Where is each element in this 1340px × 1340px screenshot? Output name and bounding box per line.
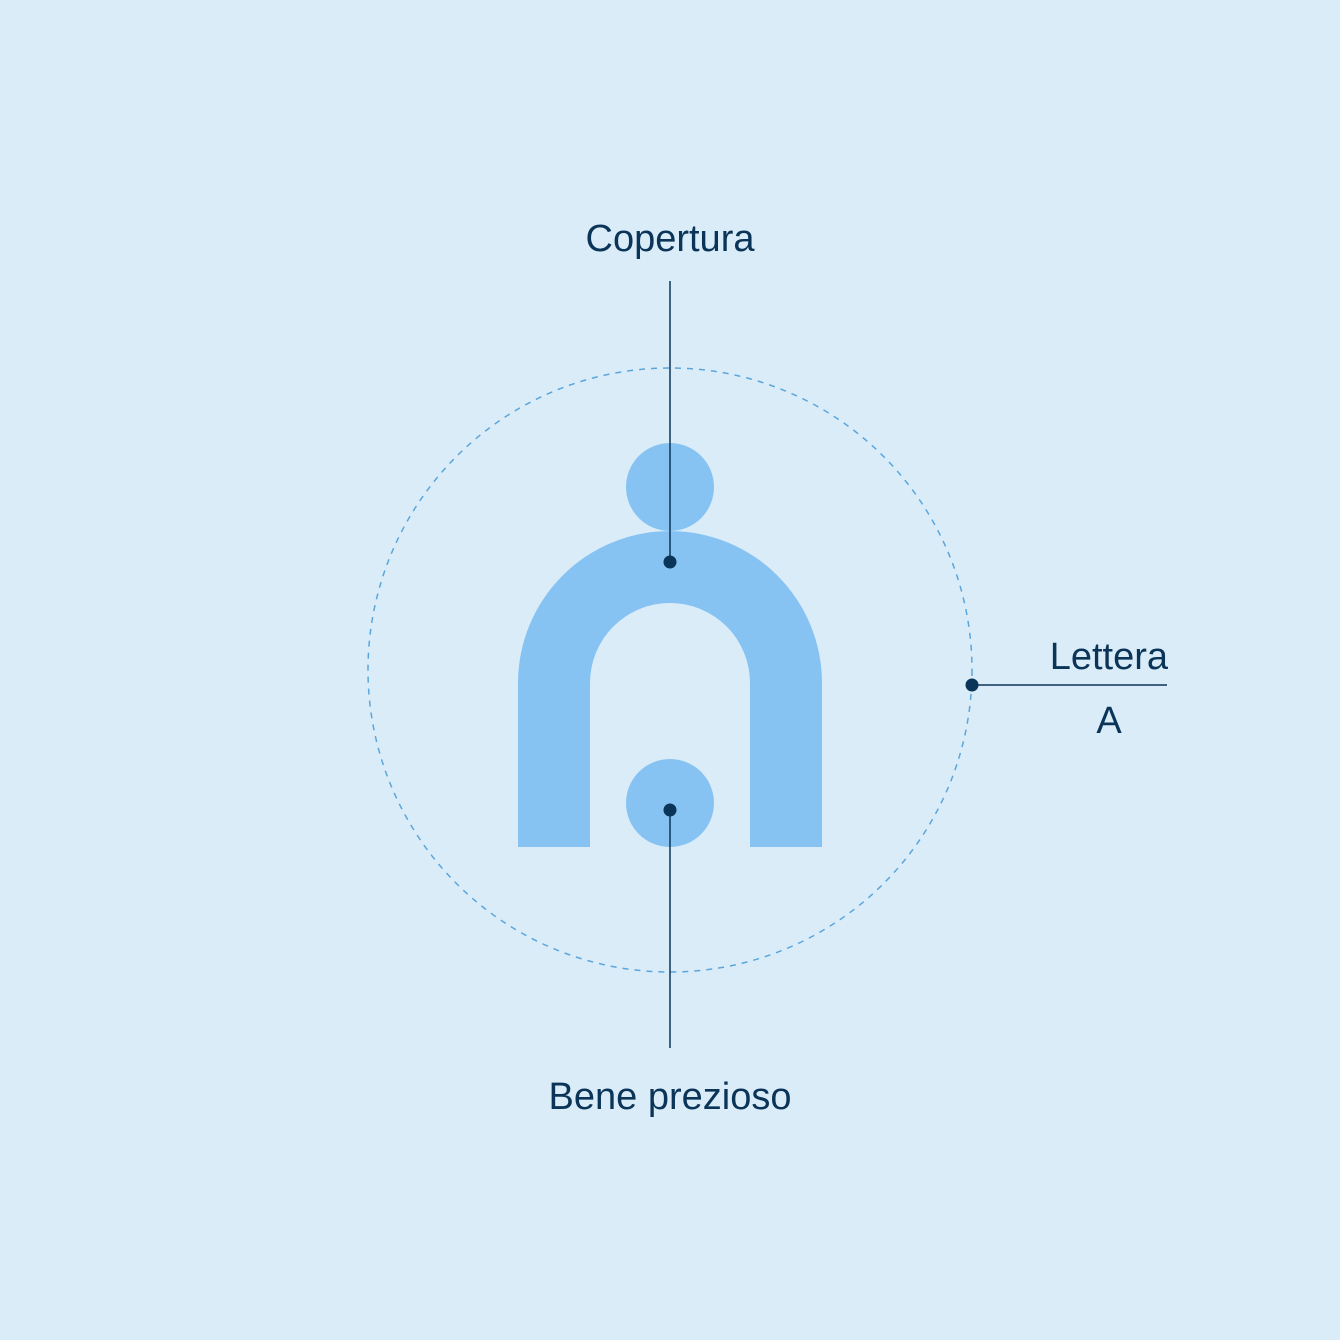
leader-dot-top bbox=[663, 555, 677, 569]
leader-dot-bottom bbox=[663, 803, 677, 817]
guide-circle bbox=[367, 367, 973, 973]
label-letter-a: A bbox=[1096, 700, 1122, 742]
bottom-circle-shape bbox=[626, 759, 714, 847]
leader-dot-right bbox=[965, 678, 979, 692]
label-lettera: Lettera bbox=[1049, 636, 1168, 678]
arch-shape bbox=[518, 531, 822, 847]
label-copertura: Copertura bbox=[585, 218, 755, 260]
label-bene-prezioso: Bene prezioso bbox=[548, 1076, 792, 1118]
